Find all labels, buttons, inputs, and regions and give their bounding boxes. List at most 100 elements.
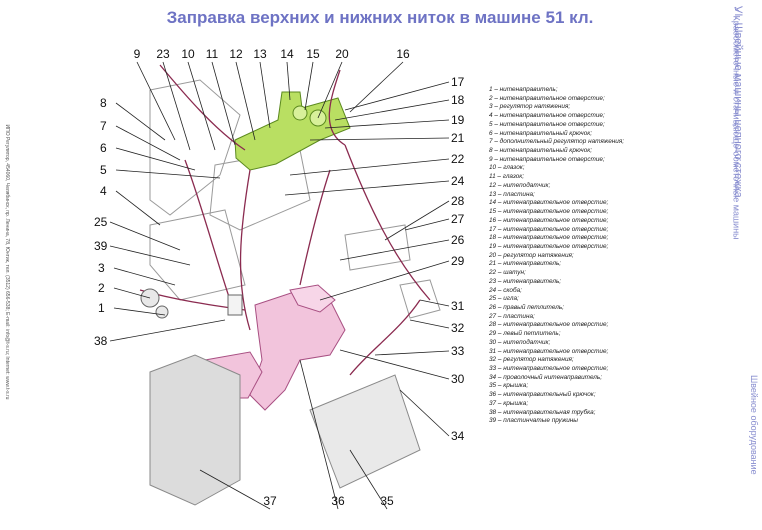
callout-label-13: 13 [253, 47, 267, 61]
legend-item: 27 – пластина; [489, 312, 535, 320]
callout-leader-38 [109, 319, 226, 342]
callout-leader-27 [404, 218, 450, 231]
callout-leader-22 [289, 158, 450, 176]
callout-leader-33 [374, 350, 450, 356]
callout-leader-30 [339, 349, 450, 380]
callout-label-29: 29 [451, 254, 465, 268]
callout-leader-28 [384, 200, 450, 241]
callout-label-10: 10 [181, 47, 195, 61]
callout-leader-11 [211, 61, 236, 146]
legend-item: 9 – нитенаправительное отверстие; [489, 155, 605, 163]
callout-label-21: 21 [451, 131, 465, 145]
callout-label-38: 38 [94, 334, 108, 348]
callout-leader-25 [109, 221, 181, 251]
callout-label-39: 39 [94, 239, 108, 253]
legend-item: 8 – нитенаправительный крючок; [489, 147, 593, 155]
callout-label-6: 6 [100, 141, 107, 155]
callout-label-37: 37 [263, 494, 277, 508]
callout-label-22: 22 [451, 152, 465, 166]
callout-label-1: 1 [98, 301, 105, 315]
callout-leader-18 [334, 99, 450, 121]
callout-label-9: 9 [134, 47, 141, 61]
legend-item: 15 – нитенаправительное отверстие; [489, 208, 609, 216]
subsection-heading: ✓ Краеобметочные и стачивающе-обметочные… [731, 5, 742, 240]
parts-legend: 1 – нитенаправитель;2 – нитенаправительн… [489, 86, 724, 426]
callout-label-11: 11 [206, 47, 219, 61]
callout-leader-4 [115, 190, 161, 226]
callout-label-14: 14 [280, 47, 294, 61]
callout-leader-15 [304, 61, 314, 111]
callout-leader-39 [109, 245, 191, 266]
legend-item: 10 – глазок; [489, 164, 525, 172]
legend-item: 7 – дополнительный регулятор натяжения; [489, 138, 625, 146]
legend-item: 22 – шатун; [489, 269, 526, 277]
callout-leader-34 [399, 389, 450, 437]
legend-item: 17 – нитенаправительное отверстие; [489, 225, 609, 233]
callout-label-2: 2 [98, 281, 105, 295]
legend-item: 1 – нитенаправитель; [489, 86, 558, 93]
callout-leader-37 [199, 469, 271, 510]
callout-label-5: 5 [100, 163, 107, 177]
legend-item: 2 – нитенаправительное отверстие; [489, 94, 605, 102]
legend-item: 36 – нитенаправительный крючок; [489, 391, 596, 399]
legend-item: 20 – регулятор натяжения; [489, 251, 574, 259]
callout-label-34: 34 [451, 429, 465, 443]
callout-leader-5 [115, 169, 221, 179]
callout-label-27: 27 [451, 212, 465, 226]
callout-leader-9 [136, 61, 176, 141]
callout-leaders [109, 61, 450, 510]
callout-label-4: 4 [100, 184, 107, 198]
callout-leader-23 [162, 61, 191, 151]
callout-label-17: 17 [451, 75, 465, 89]
callout-label-26: 26 [451, 233, 465, 247]
callout-leader-3 [113, 267, 176, 286]
callout-leader-13 [259, 61, 271, 129]
section-sidebar: VI. Швейные машины цепного стежка ✓ Крае… [718, 0, 762, 530]
legend-item: 26 – правый петлитель; [489, 303, 564, 311]
callout-leader-2 [113, 287, 151, 299]
callout-leader-32 [409, 319, 450, 329]
legend-item: 35 – крышка; [489, 382, 529, 390]
callout-leader-36 [299, 359, 339, 510]
callout-label-30: 30 [451, 372, 465, 386]
legend-item: 13 – пластина; [489, 190, 535, 198]
legend-item: 24 – скоба; [489, 286, 522, 294]
legend-item: 31 – нитенаправительное отверстие; [489, 347, 609, 355]
legend-item: 34 – проволочный нитенаправитель; [489, 373, 603, 381]
legend-item: 16 – нитенаправительное отверстие; [489, 216, 609, 224]
callout-label-20: 20 [335, 47, 349, 61]
legend-item: 14 – нитенаправительное отверстие; [489, 199, 609, 207]
category-label: Швейное оборудование [749, 375, 759, 475]
callout-leader-6 [115, 147, 196, 171]
callout-label-8: 8 [100, 96, 107, 110]
legend-item: 38 – нитенаправительная трубка; [489, 408, 596, 416]
callout-label-25: 25 [94, 215, 108, 229]
legend-item: 25 – игла; [489, 295, 519, 303]
callout-label-36: 36 [331, 494, 345, 508]
legend-item: 33 – нитенаправительное отверстие; [489, 365, 609, 372]
callout-label-3: 3 [98, 261, 105, 275]
page-title: Заправка верхних и нижних ниток в машине… [166, 8, 594, 27]
callout-leader-17 [344, 81, 450, 111]
callout-leader-1 [113, 307, 166, 316]
callout-leader-16 [349, 61, 404, 113]
callout-label-16: 16 [396, 47, 410, 61]
callout-label-15: 15 [306, 47, 320, 61]
callout-leader-8 [115, 102, 166, 141]
callout-label-32: 32 [451, 321, 465, 335]
callout-leader-26 [339, 239, 450, 261]
legend-item: 18 – нитенаправительное отверстие; [489, 234, 609, 242]
callout-leader-31 [419, 299, 450, 307]
legend-item: 21 – нитенаправитель; [489, 260, 562, 268]
callout-label-24: 24 [451, 174, 465, 188]
callout-label-28: 28 [451, 194, 465, 208]
callout-leader-14 [286, 61, 291, 101]
callout-label-7: 7 [100, 119, 107, 133]
legend-item: 3 – регулятор натяжения; [489, 103, 571, 111]
legend-item: 23 – нитенаправитель; [489, 277, 562, 285]
legend-item: 28 – нитенаправительное отверстие; [489, 321, 609, 329]
legend-item: 4 – нитенаправительное отверстие; [489, 112, 605, 120]
